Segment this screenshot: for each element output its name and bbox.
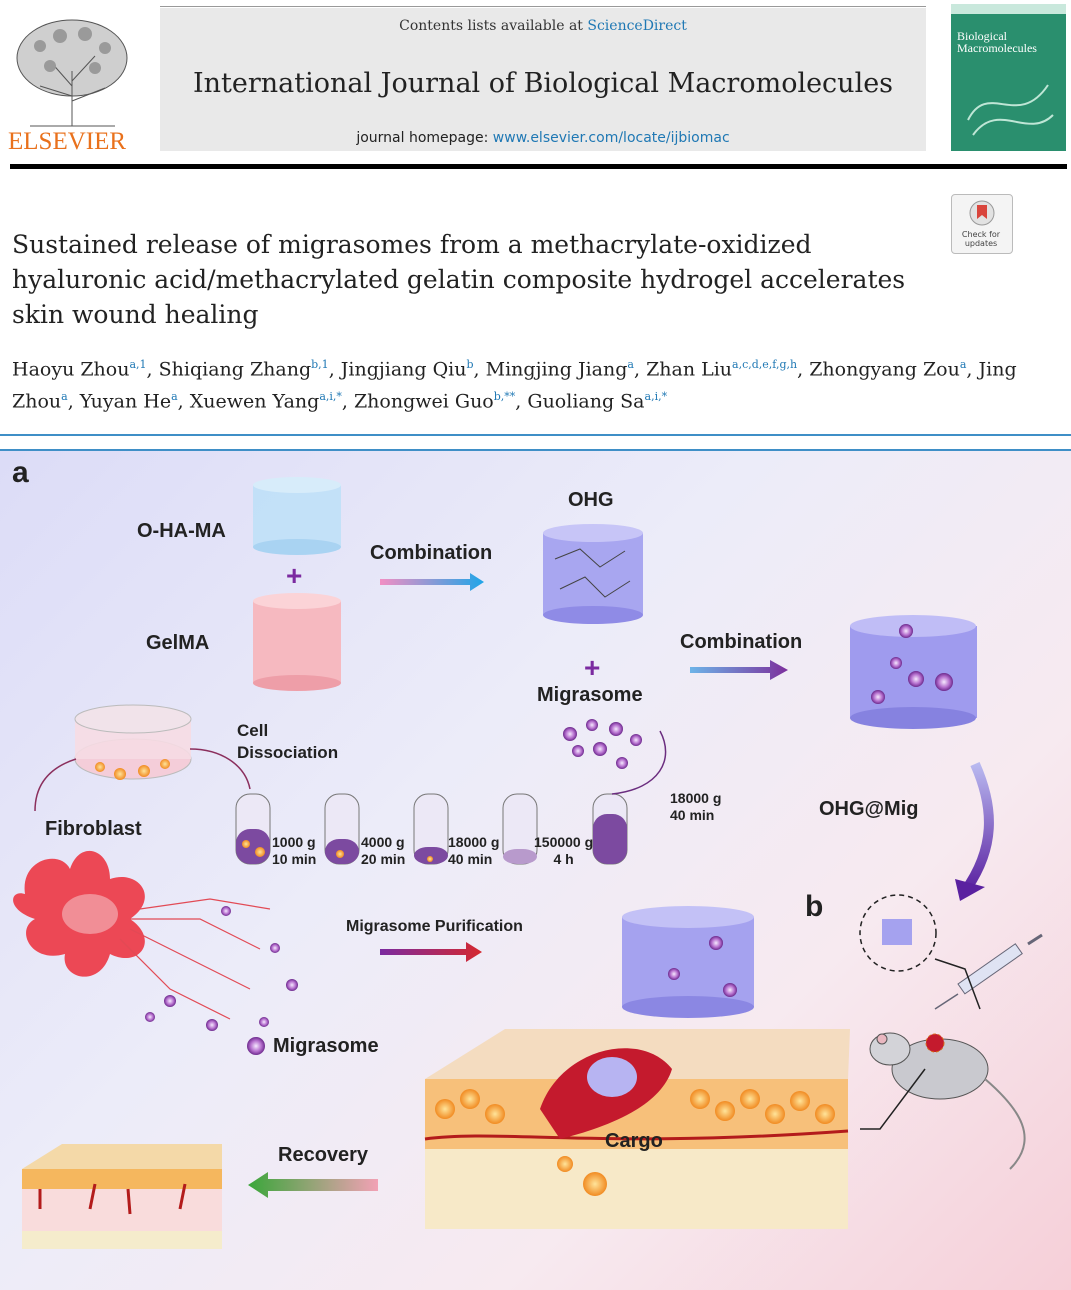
- healed-skin-block: [22, 1144, 222, 1249]
- mouse-illustration: [869, 1032, 1026, 1170]
- journal-cover-title: Biological Macromolecules: [957, 29, 1037, 55]
- ohg-mig-cylinder: [850, 615, 977, 729]
- graphical-abstract-illustration: [13, 477, 1043, 1249]
- o-ha-ma-label: O-HA-MA: [137, 520, 226, 542]
- author-name[interactable]: Yuyan He: [79, 390, 172, 413]
- journal-cover-band: [951, 4, 1066, 14]
- author-name[interactable]: Zhongyang Zou: [809, 358, 960, 381]
- author-name[interactable]: Guoliang Sa: [527, 390, 645, 413]
- migrasome-label-top: Migrasome: [537, 684, 643, 706]
- fibroblast-label: Fibroblast: [45, 818, 142, 840]
- publisher-name: ELSEVIER: [8, 128, 127, 155]
- author-name[interactable]: Xuewen Yang: [189, 390, 320, 413]
- section-rule: [0, 434, 1071, 436]
- combination-label-1: Combination: [370, 542, 493, 564]
- ohg-mig-arrowhead: [955, 879, 985, 901]
- centrifuge-tubes: [235, 793, 628, 865]
- plus-sign-1: +: [286, 560, 303, 591]
- check-updates-icon: [969, 200, 995, 226]
- article-title: Sustained release of migrasomes from a m…: [12, 230, 906, 329]
- ohg-cylinder: [543, 524, 643, 624]
- recovery-label: Recovery: [278, 1144, 369, 1166]
- fibroblast-arrow: [34, 758, 77, 812]
- journal-cover-art: [967, 84, 1054, 136]
- author-affiliation[interactable]: b,1: [311, 358, 329, 371]
- ohg-label: OHG: [568, 489, 614, 511]
- author-affiliation[interactable]: a,i,*: [644, 390, 668, 404]
- contents-line: Contents lists available at ScienceDirec…: [399, 18, 687, 34]
- author-affiliation[interactable]: a: [627, 358, 634, 371]
- header-top-rule: [160, 6, 926, 7]
- plus-sign-2: +: [584, 652, 601, 683]
- author-affiliation[interactable]: a,1: [129, 358, 147, 371]
- gelma-label: GelMA: [146, 632, 210, 654]
- migrasome-legend-label: Migrasome: [273, 1035, 379, 1057]
- combination-arrow-2: [690, 660, 788, 680]
- author-affiliation[interactable]: b: [466, 358, 474, 371]
- author-affiliation[interactable]: a,c,d,e,f,g,h: [732, 358, 798, 371]
- syringe-illustration: [934, 933, 1043, 1010]
- author-affiliation[interactable]: a,i,*: [319, 390, 342, 404]
- loop-arrow: [611, 730, 667, 795]
- elsevier-tree-logo: [16, 19, 128, 127]
- skin-tissue-block: [424, 1029, 850, 1229]
- magnified-hydrogel-circle: [859, 894, 937, 972]
- author-name[interactable]: Jing Zhou: [12, 358, 1017, 413]
- cell-dissociation-label: Cell Dissociation: [237, 721, 339, 762]
- author-affiliation[interactable]: a: [959, 358, 967, 371]
- journal-name: International Journal of Biological Macr…: [192, 68, 894, 99]
- purification-arrow: [380, 942, 482, 962]
- petri-dish: [74, 704, 192, 780]
- ohg-mig-arrow: [960, 761, 994, 894]
- migrasome-purification-label: Migrasome Purification: [346, 918, 523, 935]
- mouse-pointer-line: [860, 1068, 926, 1130]
- migrasome-legend-icon: [247, 1037, 265, 1055]
- hydrogel-block: [622, 906, 754, 1018]
- combination-label-2: Combination: [680, 631, 803, 653]
- fibroblast-cell: [13, 850, 298, 1031]
- author-name[interactable]: Zhongwei Guo: [353, 390, 494, 413]
- homepage-line: journal homepage: www.elsevier.com/locat…: [356, 130, 730, 146]
- ohg-mig-label: OHG@Mig: [819, 798, 919, 820]
- journal-banner: Contents lists available at ScienceDirec…: [160, 8, 926, 151]
- homepage-link[interactable]: www.elsevier.com/locate/ijbiomac: [492, 130, 730, 146]
- header-rule: [10, 164, 1067, 169]
- author-name[interactable]: Zhan Liu: [646, 358, 733, 381]
- journal-cover: [951, 4, 1066, 151]
- author-affiliation[interactable]: b,**: [493, 390, 516, 404]
- author-affiliation[interactable]: a: [171, 390, 178, 404]
- magnified-hydrogel: [882, 919, 912, 945]
- migrasome-cluster: [563, 719, 642, 769]
- gelma-cylinder: [253, 593, 341, 691]
- author-list: Haoyu Zhoua,1, Shiqiang Zhangb,1, Jingji…: [12, 358, 1017, 413]
- author-name[interactable]: Haoyu Zhou: [12, 358, 130, 381]
- sciencedirect-link[interactable]: ScienceDirect: [587, 18, 687, 34]
- author-affiliation[interactable]: a: [61, 390, 68, 404]
- author-name[interactable]: Mingjing Jiang: [485, 358, 628, 381]
- check-updates-label: Check for updates: [961, 230, 1001, 248]
- panel-a-label: a: [12, 456, 29, 489]
- combination-arrow-1: [380, 573, 484, 591]
- panel-b-label: b: [805, 890, 824, 923]
- author-name[interactable]: Jingjiang Qiu: [340, 358, 467, 381]
- recovery-arrow: [248, 1172, 378, 1198]
- o-ha-ma-cylinder: [253, 477, 341, 555]
- magnifier-line: [934, 958, 981, 1010]
- author-name[interactable]: Shiqiang Zhang: [158, 358, 312, 381]
- dissociation-arrow: [189, 748, 251, 790]
- check-for-updates-button[interactable]: [951, 194, 1013, 254]
- cargo-label: Cargo: [605, 1130, 663, 1152]
